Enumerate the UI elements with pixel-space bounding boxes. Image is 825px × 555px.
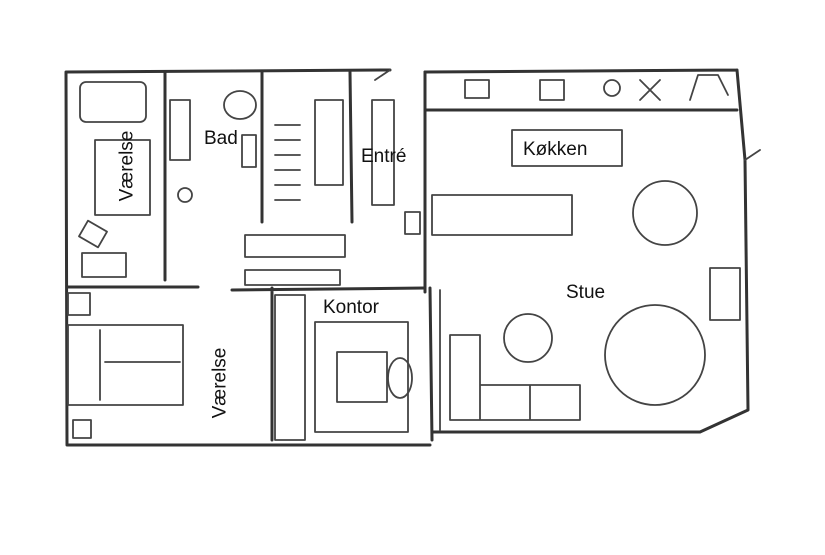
sink-kitchen xyxy=(464,79,490,99)
room-label-bad: Bad xyxy=(204,128,238,149)
side-cabinet xyxy=(709,267,741,321)
small-box xyxy=(72,419,92,439)
coffee-table xyxy=(503,313,553,363)
dining-table xyxy=(632,180,698,246)
room-label-vaerelse-bottom: Værelse xyxy=(209,347,231,419)
walls xyxy=(64,68,761,447)
stove xyxy=(539,79,565,101)
shoe-rack xyxy=(314,99,344,186)
desk-small xyxy=(81,252,127,278)
office-chair xyxy=(387,357,413,399)
office-desk xyxy=(336,351,388,403)
bed xyxy=(67,324,184,406)
kitchen-rug xyxy=(511,129,623,167)
bathtub-top xyxy=(79,81,147,123)
small-cabinet xyxy=(404,211,421,235)
hall-rug-2 xyxy=(244,234,346,258)
room-label-vaerelse-top: Værelse xyxy=(116,130,138,202)
drain xyxy=(177,187,193,203)
furniture xyxy=(67,74,741,441)
hall-rug xyxy=(371,99,395,206)
room-label-stue: Stue xyxy=(566,282,606,303)
wardrobe xyxy=(274,294,306,441)
round-rug xyxy=(604,304,706,406)
room-label-kontor: Kontor xyxy=(323,297,379,318)
kitchen-island xyxy=(431,194,573,236)
shelf xyxy=(244,269,341,286)
toilet-tank xyxy=(241,134,257,168)
room-label-entre: Entré xyxy=(361,146,407,167)
toilet xyxy=(223,90,257,120)
sofa xyxy=(449,334,581,421)
room-label-kokken: Køkken xyxy=(523,139,588,160)
sink xyxy=(169,99,191,161)
office-rug xyxy=(314,321,409,433)
rug-bedroom xyxy=(94,139,151,216)
plant-kitchen xyxy=(603,79,621,97)
chair xyxy=(78,219,108,249)
nightstand xyxy=(67,292,91,316)
